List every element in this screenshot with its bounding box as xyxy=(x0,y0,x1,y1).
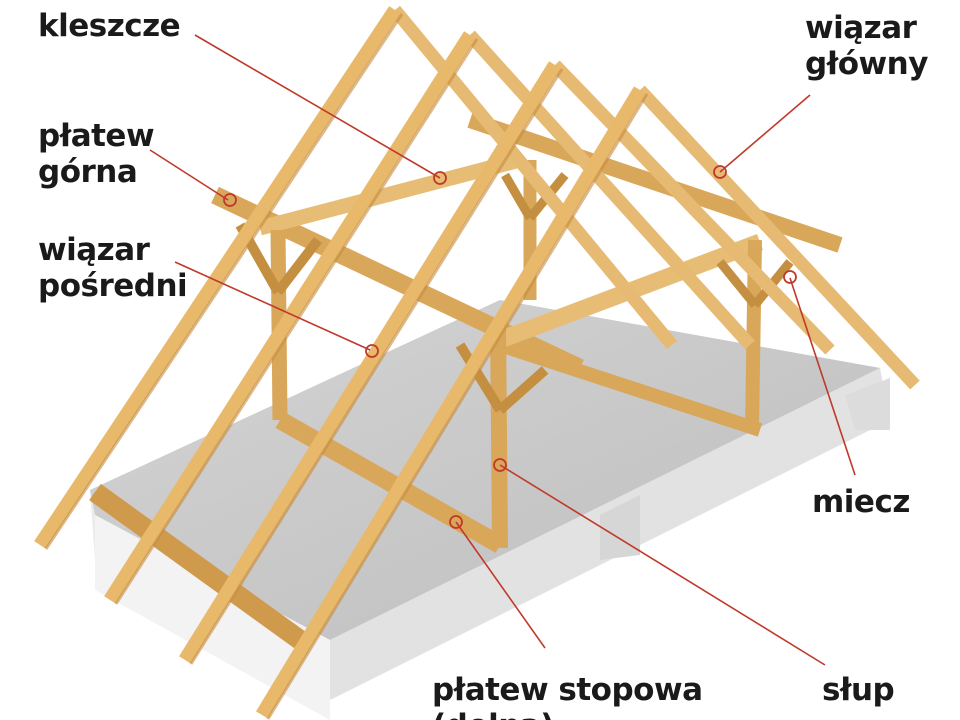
label-miecz: miecz xyxy=(812,484,910,520)
marker-kleszcze xyxy=(433,171,447,185)
leader-markers xyxy=(223,165,797,529)
timber-frame xyxy=(34,5,920,720)
concrete-slab xyxy=(90,300,890,720)
label-platew-gorna: płatew górna xyxy=(38,118,155,190)
label-kleszcze: kleszcze xyxy=(38,8,181,44)
leader-lines xyxy=(149,34,856,666)
marker-platew-gorna xyxy=(223,193,237,207)
label-wiazar-glowny: wiązar główny xyxy=(805,10,928,82)
marker-miecz xyxy=(783,270,797,284)
marker-platew-stopowa xyxy=(449,515,463,529)
post-3 xyxy=(490,319,508,549)
label-platew-stopowa: płatew stopowa (dolna) xyxy=(432,672,703,720)
marker-wiazar-glowny xyxy=(713,165,727,179)
marker-slup xyxy=(493,458,507,472)
marker-wiazar-posredni xyxy=(365,344,379,358)
collar-tie-1 xyxy=(258,152,522,236)
rafters xyxy=(389,5,920,390)
base-beam-front xyxy=(89,483,306,649)
label-wiazar-posredni: wiązar pośredni xyxy=(38,232,188,304)
label-slup: słup xyxy=(822,672,895,708)
